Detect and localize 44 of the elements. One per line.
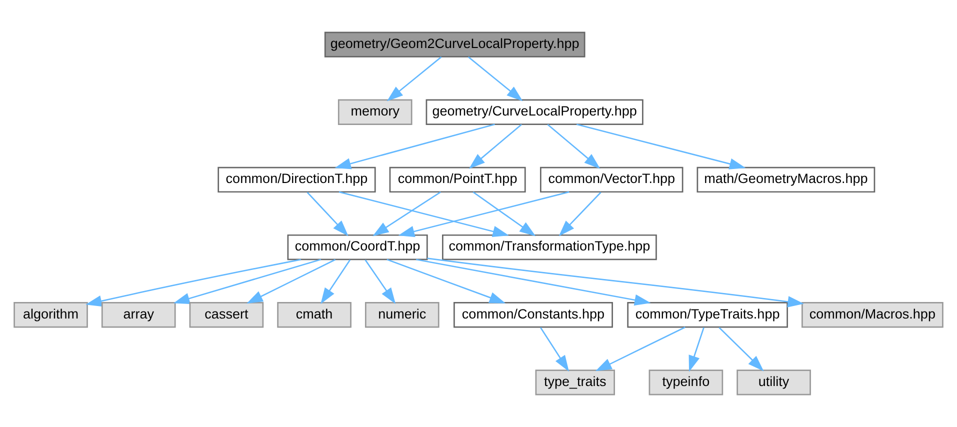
arrow xyxy=(398,191,570,238)
node-box: cassert xyxy=(189,302,264,328)
node-box: common/TypeTraits.hpp xyxy=(627,302,788,328)
arrow xyxy=(576,124,746,170)
arrow xyxy=(372,192,441,236)
node-box: common/VectorT.hpp xyxy=(540,166,684,193)
arrow xyxy=(540,327,570,372)
arrow xyxy=(338,191,509,238)
node-box: numeric xyxy=(364,302,440,328)
node-box: math/GeometryMacros.hpp xyxy=(696,166,876,193)
node-box: common/Macros.hpp xyxy=(802,302,944,328)
node-box: algorithm xyxy=(14,302,88,328)
node-box: cmath xyxy=(277,302,352,328)
node-box: common/Constants.hpp xyxy=(454,302,613,328)
node-box: common/CoordT.hpp xyxy=(287,234,428,260)
arrow xyxy=(468,124,522,169)
arrow xyxy=(547,124,600,169)
arrow xyxy=(718,327,764,372)
node-box: geometry/CurveLocalProperty.hpp xyxy=(426,99,644,125)
node-box: memory xyxy=(338,99,412,125)
arrow xyxy=(386,258,506,304)
arrow xyxy=(320,260,351,304)
node-box: array xyxy=(101,302,176,328)
node-box: common/TransformationType.hpp xyxy=(442,234,657,260)
arrow xyxy=(427,258,804,308)
arrow xyxy=(416,258,651,306)
node-box: geometry/Geom2CurveLocalProperty.hpp xyxy=(324,32,586,58)
node-box: typeinfo xyxy=(648,370,724,396)
node-box: type_traits xyxy=(535,370,615,396)
node-box: utility xyxy=(736,370,811,396)
arrow xyxy=(86,258,301,307)
node-box: common/DirectionT.hpp xyxy=(218,166,376,193)
arrow xyxy=(364,260,396,304)
arrow xyxy=(558,192,602,236)
arrow xyxy=(688,327,704,372)
arrow xyxy=(595,326,686,372)
arrow xyxy=(246,259,336,304)
arrow xyxy=(386,56,442,102)
arrow xyxy=(472,192,536,236)
arrow xyxy=(173,258,322,304)
arrow xyxy=(334,124,495,170)
arrow xyxy=(306,192,348,236)
arrow xyxy=(468,56,523,102)
node-box: common/PointT.hpp xyxy=(389,166,526,193)
